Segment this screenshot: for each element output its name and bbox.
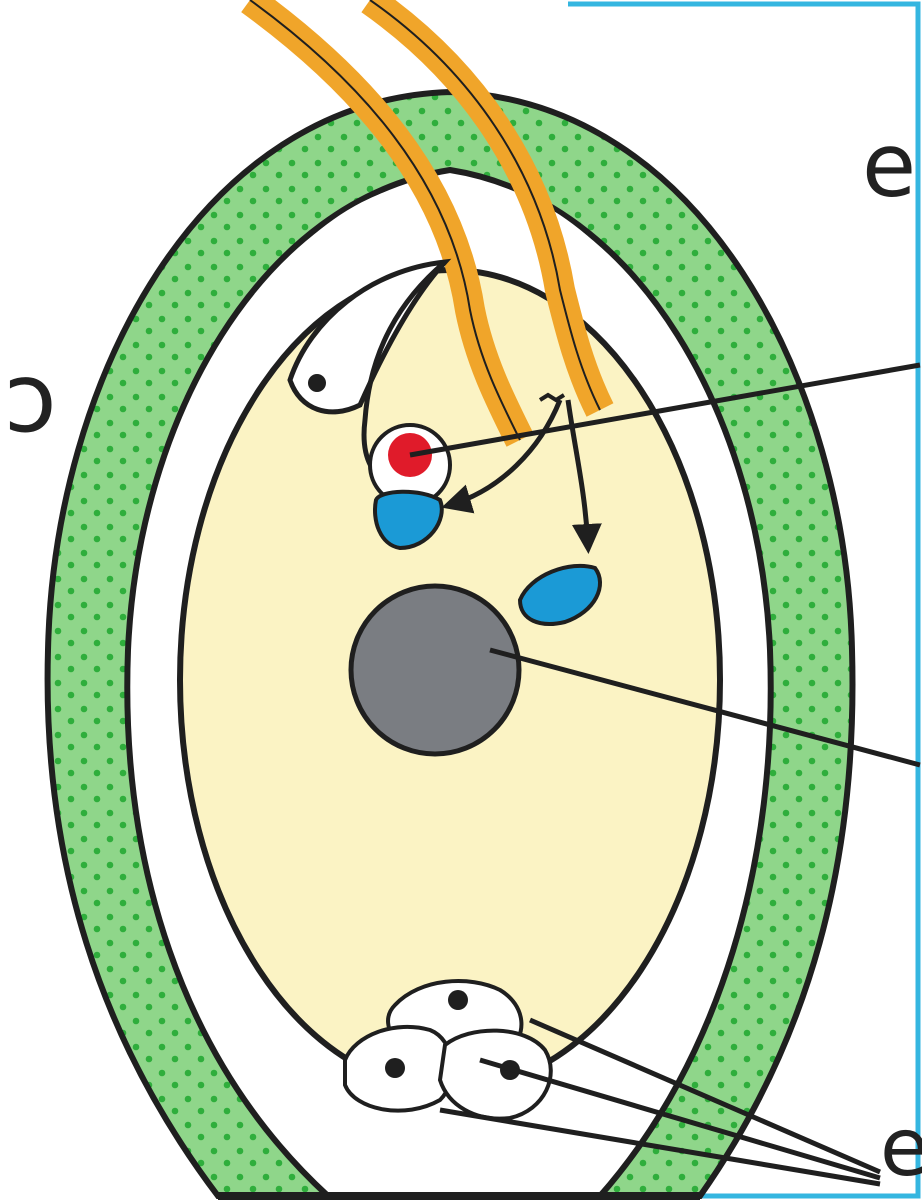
- synergid-nucleus-icon: [308, 374, 326, 392]
- edge-label-left: ɔ: [4, 350, 57, 446]
- edge-label-top-right: e: [862, 122, 916, 210]
- polar-nucleus-icon: [351, 586, 519, 754]
- pollen-tube-tip-line: [540, 395, 564, 400]
- edge-label-bottom-right: e: [880, 1108, 922, 1188]
